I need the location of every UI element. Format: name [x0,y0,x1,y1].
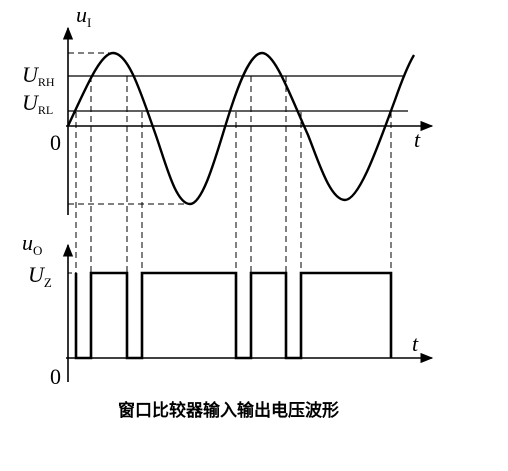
output-waveform [74,271,393,360]
input-time-label: t [414,127,421,152]
threshold-low-label: URL [22,90,53,117]
threshold-high-label: URH [22,62,55,89]
output-origin-label: 0 [50,364,61,389]
output-axis-label: uO [22,230,42,258]
figure-caption: 窗口比较器输入输出电压波形 [118,400,339,421]
input-axis-label: uI [76,2,91,30]
output-level-label: UZ [28,262,52,290]
input-origin-label: 0 [50,130,61,155]
projection-lines [75,76,392,358]
input-waveform [66,51,416,206]
output-time-label: t [412,331,419,356]
